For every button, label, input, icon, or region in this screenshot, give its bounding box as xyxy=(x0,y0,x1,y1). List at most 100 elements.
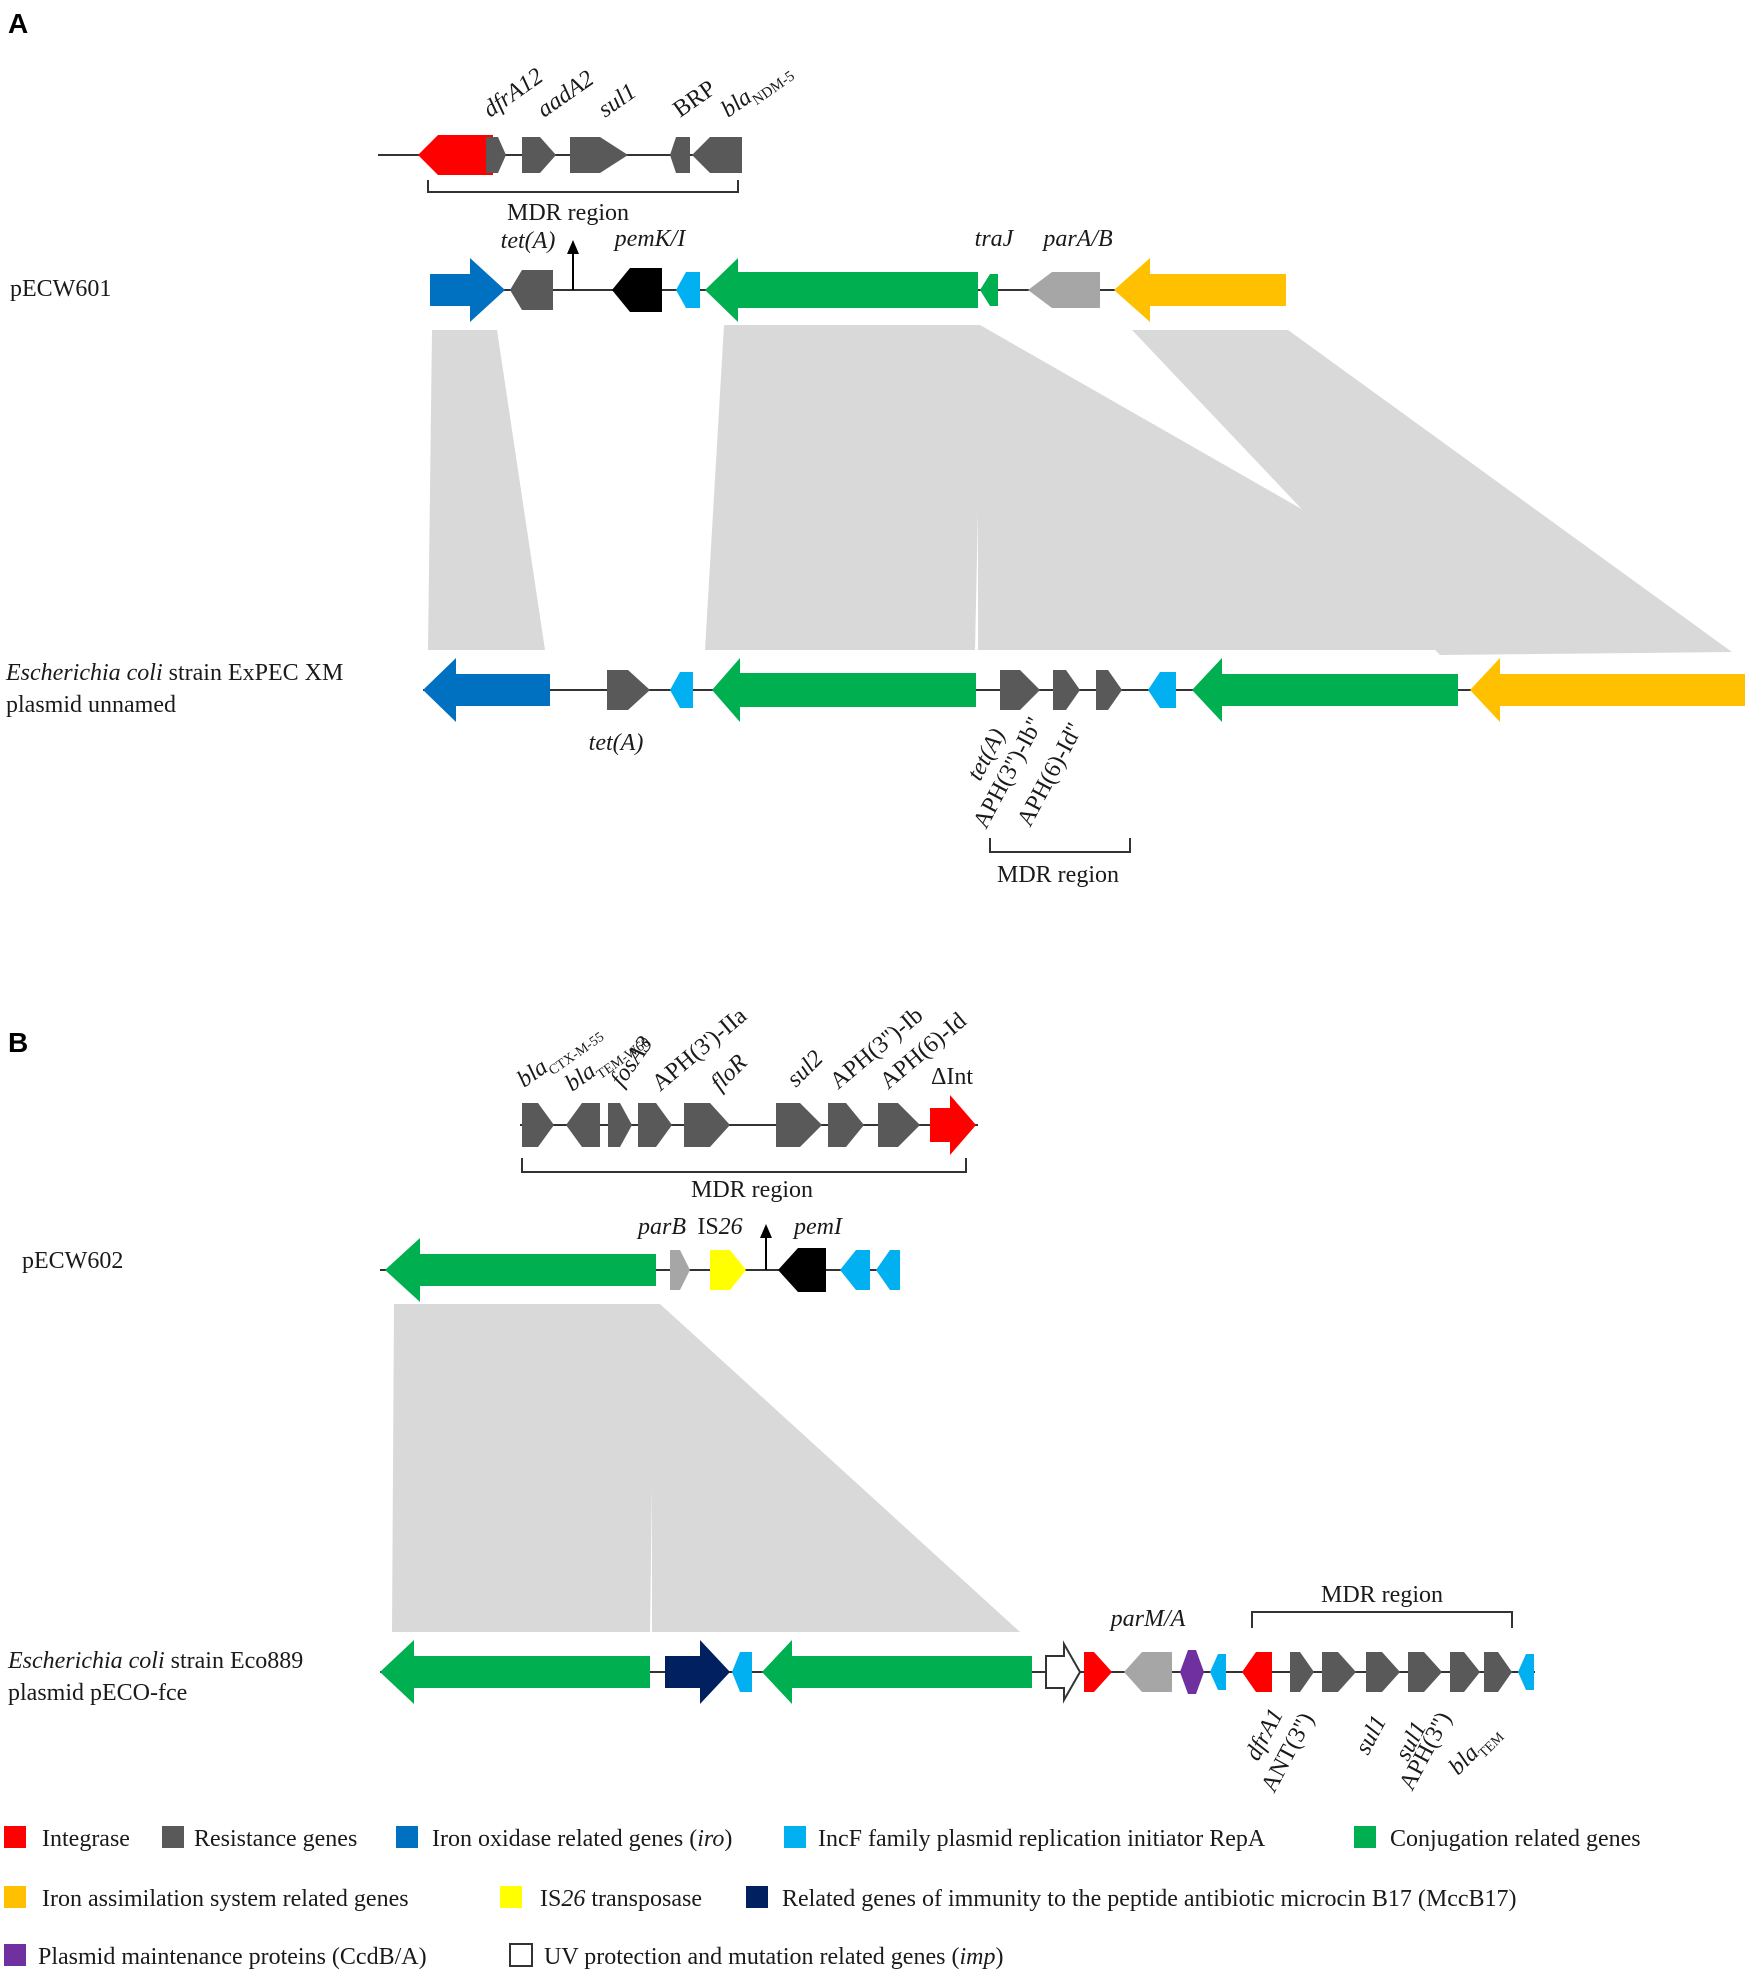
label-sul1: sul1 xyxy=(1350,1711,1392,1759)
label-bla-ndm5: blaNDM-5 xyxy=(717,57,798,126)
panel-b-mdr-insert: MDR region blaCTX-M-55 blaTEM-W60 fosA3 … xyxy=(513,1002,978,1203)
svg-text:Iron oxidase related genes (ir: Iron oxidase related genes (iro) xyxy=(432,1826,732,1852)
gene-conjugation xyxy=(705,258,978,322)
panel-a-mdr-insert: MDR region dfrA12 aadA2 sul1 BRP blaNDM-… xyxy=(378,57,798,226)
subject-name-a-line2: plasmid unnamed xyxy=(6,692,176,718)
gene-dfrA12 xyxy=(486,137,506,173)
label-tetA-subject: tet(A) xyxy=(589,730,644,756)
integrase-arrow xyxy=(418,135,493,175)
gene-aph3-ib xyxy=(828,1103,864,1147)
gene-parAB xyxy=(1028,272,1100,308)
label-brp: BRP xyxy=(669,76,721,123)
label-tetA-query: tet(A) xyxy=(501,228,556,254)
label-bla-tem: blaTEM xyxy=(1444,1719,1508,1783)
legend-item-iron-assim: Iron assimilation system related genes xyxy=(4,1886,409,1912)
gene-bla-tem xyxy=(1484,1652,1512,1692)
homology-block xyxy=(1132,330,1732,655)
label-traJ: traJ xyxy=(975,226,1015,252)
label-floR: floR xyxy=(706,1049,753,1096)
mdr-bracket-b-top xyxy=(521,1158,967,1173)
gene-conjugation-2 xyxy=(1192,658,1458,722)
gene-repA-2 xyxy=(1148,672,1176,708)
homology-block xyxy=(705,325,1548,650)
gene-brp xyxy=(670,137,690,173)
gene-dfrA1 xyxy=(1290,1652,1314,1692)
svg-text:Related genes of immunity to t: Related genes of immunity to the peptide… xyxy=(782,1886,1517,1912)
gene-sul1 xyxy=(1366,1652,1400,1692)
mdr-bracket-a-bottom xyxy=(989,838,1131,853)
gene-imp xyxy=(1045,1640,1082,1704)
panel-b-letter: B xyxy=(8,1027,28,1058)
gene-pemKI xyxy=(612,268,662,312)
panel-a-homology xyxy=(428,325,1732,655)
gene-pemI xyxy=(778,1248,826,1292)
legend-item-mccb17: Related genes of immunity to the peptide… xyxy=(746,1886,1517,1912)
gene-aph3-ib xyxy=(1053,670,1080,710)
panel-b-subject-track: parM/A MDR region dfrA1 ANT(3'') sul1 su… xyxy=(380,1582,1535,1797)
gene-conjugation xyxy=(385,1238,656,1302)
subject-name-b-line2: plasmid pECO-fce xyxy=(8,1680,187,1706)
gene-traJ xyxy=(980,274,998,306)
mdr-label-a-bottom: MDR region xyxy=(997,862,1119,888)
gene-conjugation xyxy=(712,658,976,722)
legend-item-integrase: Integrase xyxy=(4,1826,130,1852)
label-parAB: parA/B xyxy=(1041,226,1113,252)
mdr-label-b-top: MDR region xyxy=(691,1177,813,1203)
gene-sul1 xyxy=(570,137,628,173)
homology-block xyxy=(392,1304,1020,1632)
mdr-bracket-a-top xyxy=(427,180,739,193)
gene-iron-oxidase xyxy=(430,258,505,322)
gene-ccdba xyxy=(1180,1650,1204,1694)
gene-aadA2 xyxy=(522,137,556,173)
subject-name-a-line1: Escherichia coli strain ExPEC XM xyxy=(5,660,343,686)
svg-text:Conjugation related genes: Conjugation related genes xyxy=(1390,1826,1641,1852)
panel-b-query-track: parB IS26 pemI xyxy=(380,1214,900,1302)
gene-bla-tem xyxy=(566,1103,600,1147)
label-aadA2: aadA2 xyxy=(533,66,599,123)
gene-parMA xyxy=(1124,1652,1172,1692)
gene-tetA-2 xyxy=(1000,670,1040,710)
label-parB: parB xyxy=(636,1214,686,1240)
homology-block xyxy=(428,330,545,650)
gene-bla-ndm5 xyxy=(692,137,742,173)
legend-item-iron-oxidase: Iron oxidase related genes (iro) xyxy=(396,1826,732,1852)
legend-item-conjugation: Conjugation related genes xyxy=(1354,1826,1641,1852)
gene-mccb17 xyxy=(665,1640,730,1704)
label-sul2: sul2 xyxy=(782,1046,829,1093)
gene-tetA xyxy=(510,270,553,310)
gene-integrase-2 xyxy=(1242,1652,1272,1692)
label-is26: IS26 xyxy=(697,1214,742,1240)
gene-bla-ctxm55 xyxy=(522,1103,554,1147)
svg-text:Integrase: Integrase xyxy=(42,1826,130,1852)
gene-repA-3 xyxy=(1210,1654,1226,1690)
gene-repA xyxy=(676,272,700,308)
label-delta-int: ΔInt xyxy=(931,1064,973,1090)
label-pemKI: pemK/I xyxy=(613,226,687,252)
query-name-b: pECW602 xyxy=(22,1248,123,1274)
panel-a-subject-track: tet(A) tet(A) APH(3'')-Ib'' APH(6)-Id'' … xyxy=(423,658,1745,888)
legend-item-repA: IncF family plasmid replication initiato… xyxy=(784,1826,1266,1852)
gene-repA-2 xyxy=(876,1250,900,1290)
gene-aph3-iia xyxy=(638,1103,672,1147)
panel-a-letter: A xyxy=(8,8,28,39)
svg-text:Plasmid maintenance proteins (: Plasmid maintenance proteins (CcdB/A) xyxy=(38,1944,427,1970)
gene-conjugation xyxy=(380,1640,650,1704)
gene-repA-4 xyxy=(1518,1654,1534,1690)
panel-b-homology xyxy=(392,1304,1020,1632)
gene-sul1-2 xyxy=(1408,1652,1442,1692)
svg-text:IncF family plasmid replicatio: IncF family plasmid replication initiato… xyxy=(818,1826,1266,1852)
legend-item-ccdba: Plasmid maintenance proteins (CcdB/A) xyxy=(4,1944,427,1970)
label-parMA: parM/A xyxy=(1109,1606,1186,1632)
legend: Integrase Resistance genes Iron oxidase … xyxy=(4,1826,1641,1970)
gene-parB xyxy=(670,1250,690,1290)
gene-repA xyxy=(840,1250,870,1290)
gene-repA xyxy=(732,1652,752,1692)
label-dfrA12: dfrA12 xyxy=(479,63,549,123)
mdr-label-b-bottom: MDR region xyxy=(1321,1582,1443,1608)
mdr-bracket-b-bottom xyxy=(1251,1611,1513,1628)
query-name-a: pECW601 xyxy=(10,276,111,302)
subject-name-b-line1: Escherichia coli strain Eco889 xyxy=(7,1648,303,1674)
mdr-label-a-top: MDR region xyxy=(507,200,629,226)
gene-ant3 xyxy=(1322,1652,1356,1692)
